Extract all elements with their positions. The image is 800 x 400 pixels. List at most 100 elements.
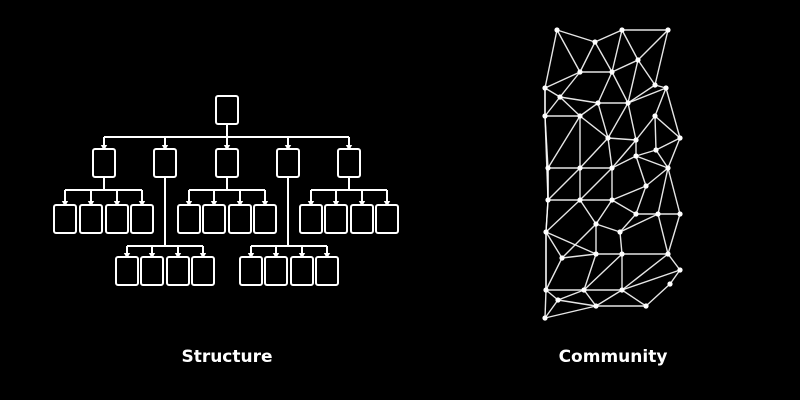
network-edge <box>635 115 656 141</box>
level1-box <box>215 148 239 178</box>
network-edge <box>544 305 597 319</box>
network-edge <box>545 289 559 301</box>
network-node <box>643 183 649 189</box>
leaf-box <box>315 256 339 286</box>
network-edge <box>547 115 581 169</box>
network-node <box>619 251 625 257</box>
network-edge <box>657 213 669 255</box>
network-edge <box>583 253 623 291</box>
network-edge <box>611 139 637 169</box>
network-edge <box>594 41 613 73</box>
network-node <box>655 211 661 217</box>
network-edge <box>654 115 657 151</box>
network-node <box>577 113 583 119</box>
network-node <box>652 82 658 88</box>
network-node <box>559 255 565 261</box>
network-edge <box>657 167 669 215</box>
leaf-box <box>105 204 129 234</box>
network-edge <box>635 155 669 169</box>
network-edge <box>559 96 581 117</box>
network-edge <box>547 167 581 201</box>
network-node <box>555 297 561 303</box>
network-edge <box>556 29 581 73</box>
network-node <box>577 197 583 203</box>
network-edge <box>595 223 621 233</box>
network-edge <box>559 96 599 104</box>
community-caption: Community <box>559 347 668 367</box>
level1-box <box>153 148 177 178</box>
network-edge <box>621 253 669 291</box>
leaf-box <box>253 204 277 234</box>
network-edge <box>556 29 596 43</box>
level1-box <box>92 148 116 178</box>
network-node <box>593 221 599 227</box>
network-edge <box>667 137 681 169</box>
network-edge <box>583 289 597 307</box>
network-edge <box>545 231 563 259</box>
network-node <box>609 197 615 203</box>
network-edge <box>595 289 623 307</box>
network-node <box>543 229 549 235</box>
network-edge <box>579 167 613 201</box>
network-edge <box>635 149 657 157</box>
network-edge <box>627 84 656 104</box>
network-node <box>635 57 641 63</box>
leaf-box <box>140 256 164 286</box>
leaf-box <box>264 256 288 286</box>
network-node <box>677 267 683 273</box>
leaf-box <box>299 204 323 234</box>
network-node <box>633 211 639 217</box>
leaf-box <box>191 256 215 286</box>
network-edge <box>544 87 561 98</box>
root-box <box>215 95 239 125</box>
network-edge <box>579 137 609 169</box>
network-node <box>542 113 548 119</box>
leaf-box <box>177 204 201 234</box>
network-edge <box>583 253 597 291</box>
network-edge <box>667 213 681 255</box>
network-node <box>577 165 583 171</box>
leaf-box <box>166 256 190 286</box>
network-node <box>577 69 583 75</box>
network-edge <box>579 41 596 73</box>
network-node <box>677 135 683 141</box>
network-node <box>625 100 631 106</box>
network-edge <box>621 29 639 61</box>
network-node <box>665 165 671 171</box>
network-node <box>667 281 673 287</box>
network-nodes <box>542 27 683 321</box>
network-node <box>581 287 587 293</box>
network-edge <box>619 213 659 233</box>
network-node <box>609 69 615 75</box>
network-node <box>545 165 551 171</box>
network-node <box>557 94 563 100</box>
network-node <box>605 135 611 141</box>
leaf-box <box>115 256 139 286</box>
network-edge <box>619 213 637 233</box>
network-node <box>595 100 601 106</box>
leaf-box <box>324 204 348 234</box>
network-edge <box>669 269 681 285</box>
network-node <box>593 251 599 257</box>
community-diagram <box>542 27 683 321</box>
network-node <box>677 211 683 217</box>
network-edge <box>665 87 681 139</box>
network-edge <box>654 115 681 139</box>
network-node <box>609 165 615 171</box>
network-node <box>633 137 639 143</box>
leaf-box <box>79 204 103 234</box>
network-edges <box>544 29 681 319</box>
network-node <box>592 39 598 45</box>
network-edge <box>627 59 639 104</box>
network-edge <box>611 71 629 104</box>
network-edge <box>544 71 581 89</box>
network-node <box>643 303 649 309</box>
network-node <box>663 85 669 91</box>
network-edge <box>654 29 669 86</box>
network-edge <box>557 299 597 307</box>
network-edge <box>597 71 613 104</box>
leaf-box <box>53 204 77 234</box>
network-edge <box>635 155 647 187</box>
network-edge <box>544 299 559 319</box>
